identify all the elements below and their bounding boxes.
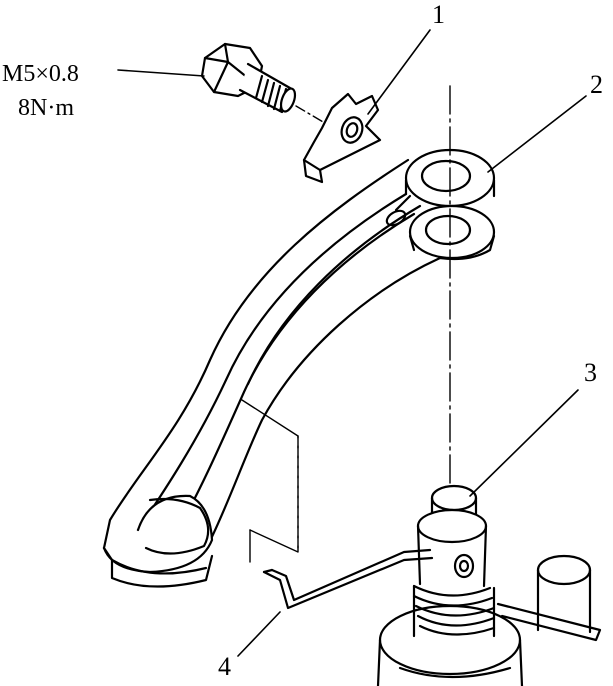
torque-spec-label: 8N·m — [18, 95, 74, 121]
leader-lines — [117, 29, 587, 657]
pivot-post — [376, 484, 524, 686]
callout-3: 3 — [584, 358, 597, 387]
leader-2 — [487, 95, 587, 173]
bolt — [200, 42, 297, 114]
callout-2: 2 — [590, 70, 603, 99]
retaining-clip — [302, 92, 382, 184]
leader-1 — [367, 29, 431, 115]
bolt-axis — [295, 105, 331, 127]
leader-3 — [469, 389, 579, 497]
assembly-path-lines — [241, 399, 299, 563]
lever-arm — [102, 148, 496, 588]
thread-spec-label: M5×0.8 — [2, 61, 79, 87]
callout-4: 4 — [218, 652, 231, 681]
spring-wire — [262, 548, 602, 642]
leader-4 — [237, 611, 281, 657]
stop-cylinder — [536, 554, 592, 634]
leader-spec — [117, 69, 205, 77]
callout-1: 1 — [432, 0, 445, 29]
